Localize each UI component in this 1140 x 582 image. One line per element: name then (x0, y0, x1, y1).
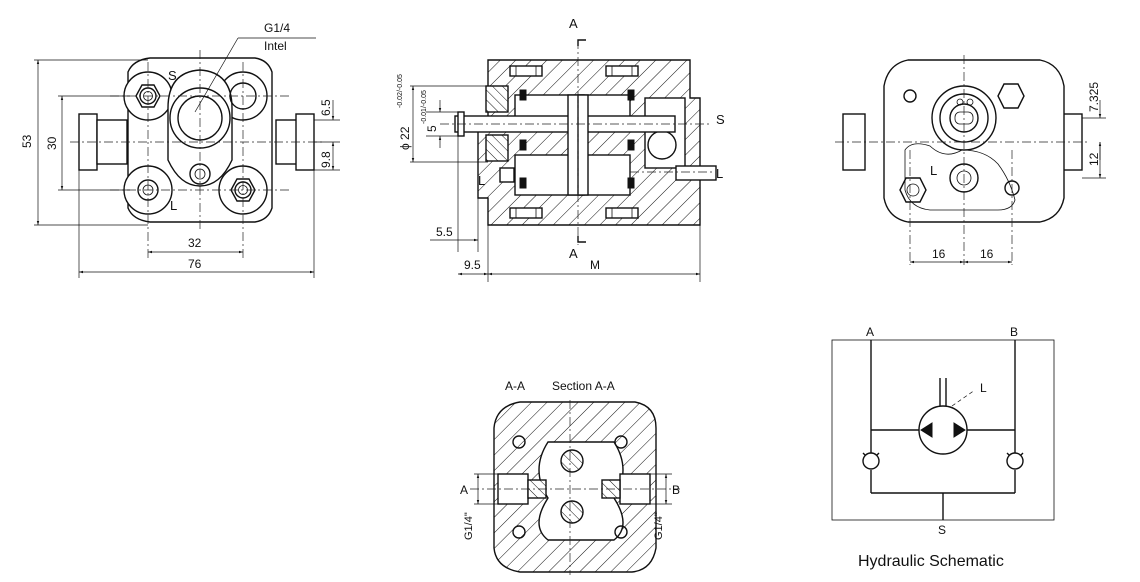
bolt-head-icon (997, 83, 1025, 109)
aa-title: Section A-A (552, 379, 615, 393)
leak-port-label: L (170, 198, 177, 213)
bolt-head-icon (899, 177, 927, 203)
dim-mid-offset: 9.8 (319, 151, 333, 168)
schematic-port-b: B (1010, 325, 1018, 339)
port-a-thread: G1/4" (463, 512, 475, 540)
pump-symbol-icon (918, 378, 968, 455)
hydraulic-schematic: A B L S Hydraulic Schematic (831, 325, 1055, 570)
dim-offset-bottom: 12 (1087, 152, 1101, 166)
leak-port-label-left: L (478, 173, 485, 188)
leak-port-label: L (716, 166, 723, 181)
suction-port-label: S (168, 68, 177, 83)
section-mark-top: A (569, 16, 578, 31)
dim-key-width: 5 (425, 125, 439, 132)
dim-width: 76 (188, 257, 202, 271)
dim-spacing-left: 16 (932, 247, 946, 261)
pressure-port-a-label: A (460, 483, 468, 497)
rear-view: L 7.325 12 16 16 (835, 55, 1106, 265)
dim-shaft-tolerance: -0.02/-0.05 (397, 74, 404, 108)
schematic-port-l: L (980, 381, 987, 395)
dim-bolt-horizontal: 32 (188, 236, 202, 250)
check-valve-icon (1006, 452, 1024, 470)
dim-body-length: M (590, 258, 600, 272)
dim-shaft-diameter: ϕ 22 (398, 126, 412, 150)
section-aa-view: A-A Section A-A A B G1/4" G1/4" (460, 379, 680, 575)
dim-bolt-vertical: 30 (45, 136, 59, 150)
section-mark-bottom: A (569, 246, 578, 261)
port-type-label: Intel (264, 39, 287, 53)
schematic-port-s: S (938, 523, 946, 537)
dim-offset-top: 7.325 (1087, 82, 1101, 112)
dim-flange-offset: 5.5 (436, 225, 453, 239)
dim-shaft-length: 9.5 (464, 258, 481, 272)
aa-label: A-A (505, 379, 525, 393)
check-valve-icon (862, 452, 880, 470)
dim-height: 53 (20, 134, 34, 148)
pressure-port-b-label: B (672, 483, 680, 497)
dim-top-offset: 6.5 (319, 99, 333, 116)
schematic-port-a: A (866, 325, 874, 339)
dim-key-tolerance: -0.01/-0.05 (421, 90, 428, 124)
leak-port-label: L (930, 163, 937, 178)
port-b-thread: G1/4" (653, 512, 665, 540)
front-view: G1/4 Intel S L 53 30 6.5 9.8 32 76 (20, 21, 340, 278)
section-view: A A S L L ϕ 22 -0.02/-0.05 5 -0.01/-0.05… (397, 16, 725, 282)
port-thread-label: G1/4 (264, 21, 290, 35)
suction-port-label: S (716, 112, 725, 127)
dim-spacing-right: 16 (980, 247, 994, 261)
schematic-title: Hydraulic Schematic (858, 553, 1004, 570)
